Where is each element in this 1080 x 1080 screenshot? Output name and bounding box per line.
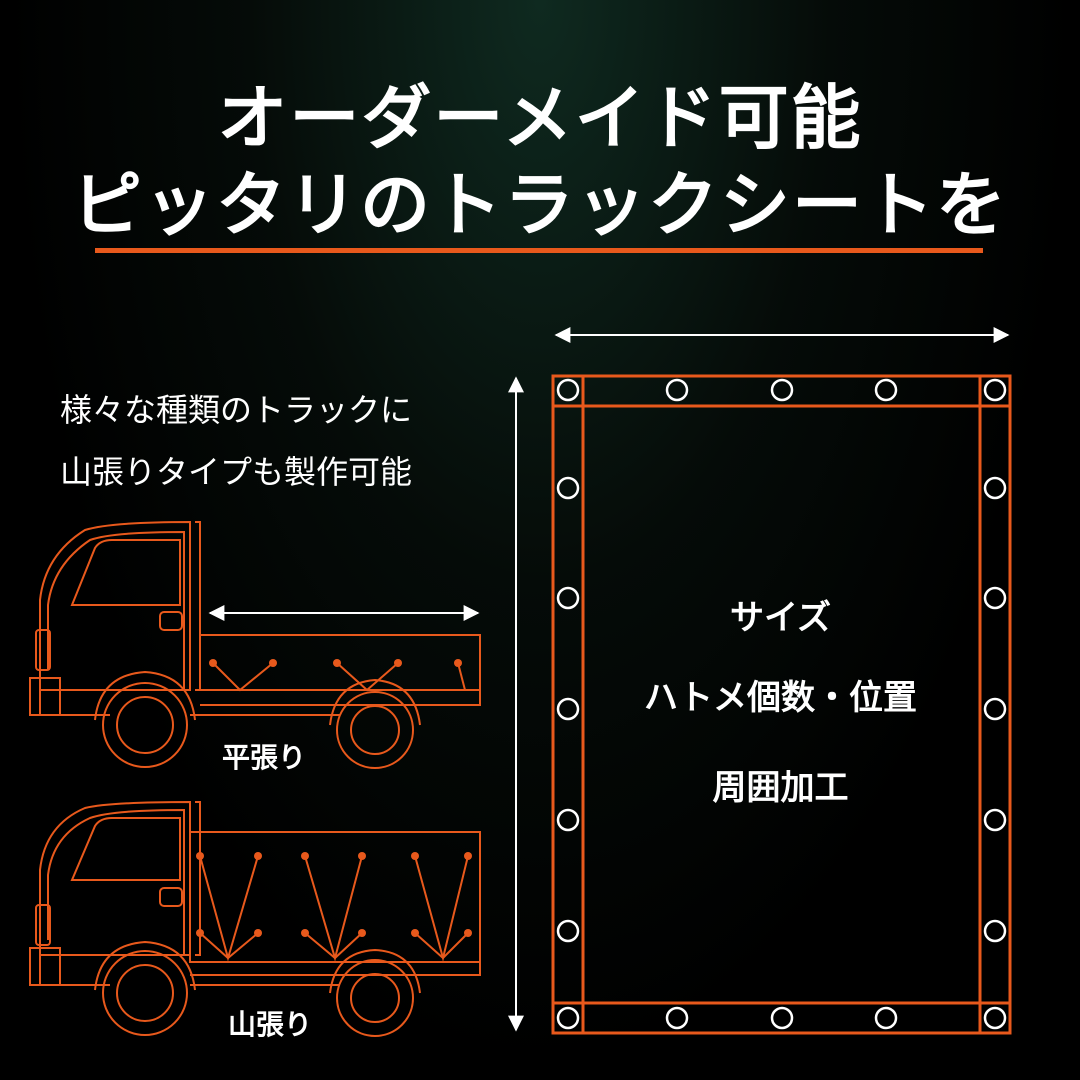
truck-sheet <box>551 374 1012 1035</box>
intro-line-1: 様々な種類のトラックに <box>60 391 413 429</box>
mountain-truck-illustration <box>29 800 481 1037</box>
sheet-feature-grommets: ハトメ個数・位置 <box>643 678 918 718</box>
heading-line-2: ピッタリのトラックシートを <box>72 164 1008 246</box>
intro-line-2: 山張りタイプも製作可能 <box>60 453 413 491</box>
mountain-truck-label: 山張り <box>228 1008 313 1041</box>
grommets <box>556 378 1007 1030</box>
heading-line-1: オーダーメイド可能 <box>217 77 863 159</box>
sheet-feature-size: サイズ <box>730 598 831 638</box>
flat-truck-illustration <box>29 520 481 769</box>
heading-underline <box>95 248 983 253</box>
mountain-truck-hooks <box>196 852 472 937</box>
flat-truck-label: 平張り <box>222 741 307 774</box>
sheet-feature-edge: 周囲加工 <box>712 768 849 808</box>
flat-truck-hooks <box>209 659 462 667</box>
